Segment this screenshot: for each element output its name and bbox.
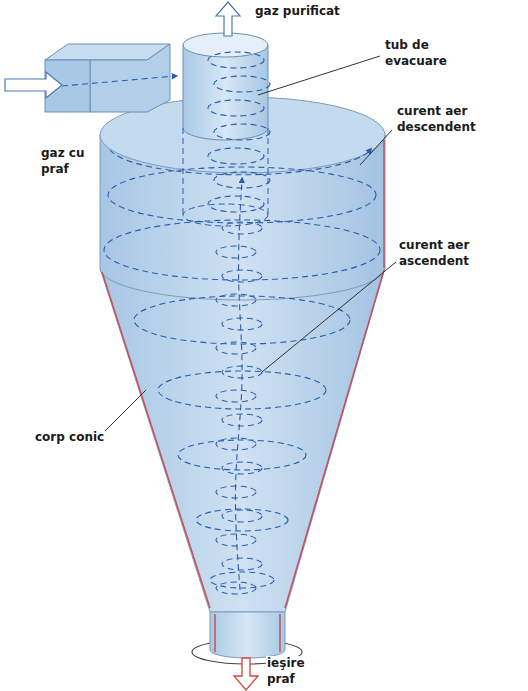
air-flow-spiral	[62, 52, 380, 594]
part-label: gaz purificat	[254, 4, 341, 20]
part-label: curent aer descendent	[396, 104, 490, 135]
dust-arrow	[234, 658, 258, 690]
inlet-side	[90, 44, 170, 112]
hidden-tube	[183, 128, 268, 226]
part-label: curent aer ascendent	[398, 238, 492, 269]
conical-body	[100, 268, 385, 612]
part-label: corp conic	[34, 430, 105, 446]
dust-outlet	[210, 612, 285, 658]
part-label: gaz cu praf	[40, 146, 98, 177]
leader-lines	[104, 56, 396, 432]
part-label: tub de evacuare	[384, 38, 462, 69]
part-label: ieşire praf	[266, 656, 324, 687]
clean-gas-arrow	[216, 2, 240, 36]
edge-highlights	[102, 140, 384, 652]
inlet-arrow	[5, 72, 62, 98]
